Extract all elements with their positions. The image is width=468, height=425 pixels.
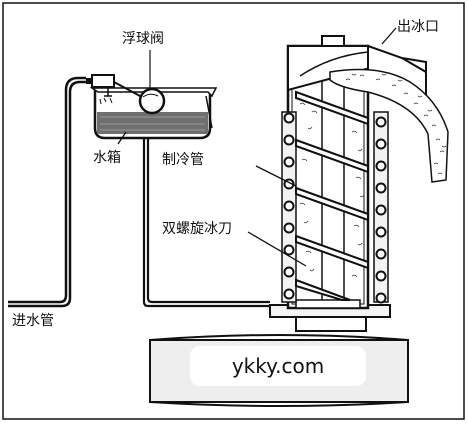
water-tank-label: 水箱 bbox=[93, 150, 121, 166]
feed-pipe bbox=[142, 138, 270, 308]
watermark: ykky.com bbox=[190, 346, 366, 386]
coil-left bbox=[281, 111, 297, 303]
ice-outlet-chute bbox=[287, 44, 449, 183]
ice-texture bbox=[299, 102, 365, 278]
coil-right bbox=[373, 111, 389, 304]
float-valve-label: 浮球阀 bbox=[122, 31, 164, 47]
inlet-pipe bbox=[8, 76, 86, 308]
leader-lines bbox=[117, 27, 397, 267]
refrigeration-pipe-label: 制冷管 bbox=[162, 152, 204, 168]
figure-border bbox=[2, 2, 465, 420]
ice-outlet-label: 出冰口 bbox=[397, 19, 439, 35]
auger-blades bbox=[295, 90, 369, 301]
double-auger-label: 双螺旋冰刀 bbox=[162, 221, 232, 237]
water-inlet-label: 进水管 bbox=[12, 313, 54, 329]
float-valve bbox=[86, 50, 166, 115]
